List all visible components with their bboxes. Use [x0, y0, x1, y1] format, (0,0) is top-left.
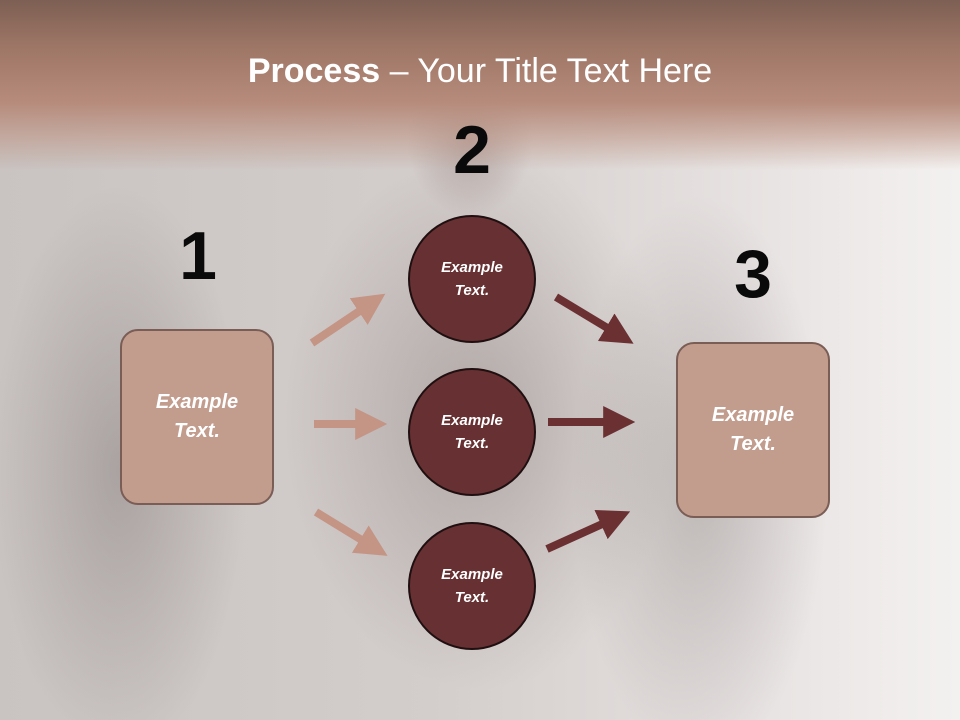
circle-top-text: Example Text.: [441, 259, 503, 299]
title-bold: Process: [247, 52, 381, 90]
arrow-bottom-to-right: [545, 509, 631, 553]
right-box-text: Example Text.: [711, 404, 795, 455]
step-number-1: 1: [179, 218, 217, 294]
circle-middle-text: Example Text.: [441, 412, 503, 452]
right-box: Example Text.: [676, 342, 830, 518]
circle-top: Example Text.: [408, 215, 536, 343]
arrow-top-to-right: [553, 293, 634, 344]
title-band: [0, 0, 960, 170]
step-number-3: 3: [734, 236, 772, 312]
circle-middle: Example Text.: [408, 368, 536, 496]
circle-bottom: Example Text.: [408, 522, 536, 650]
circle-bottom-text: Example Text.: [441, 566, 503, 606]
step-number-2: 2: [453, 112, 491, 188]
left-box: Example Text.: [120, 329, 274, 505]
arrow-left-to-bottom: [313, 508, 388, 556]
slide-title: Process – Your Title Text Here: [0, 52, 960, 91]
arrow-left-to-top: [309, 293, 386, 347]
left-box-text: Example Text.: [155, 391, 239, 442]
title-rest: – Your Title Text Here: [380, 52, 713, 90]
